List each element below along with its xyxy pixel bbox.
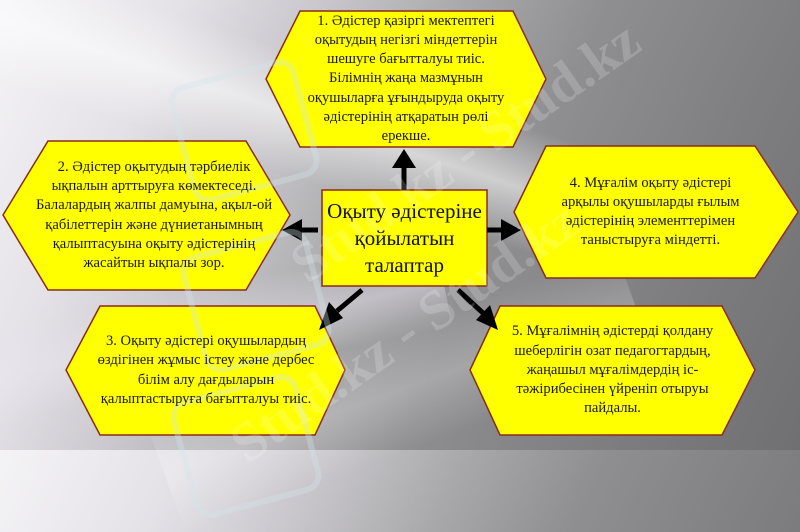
arrow-up-icon <box>392 149 416 190</box>
center-title: Оқыту әдістеріне қойылатын талаптар <box>327 198 482 277</box>
arrow-left-icon <box>282 219 318 241</box>
requirement-4-text: 4. Мұғалім оқыту әдістері арқылы оқушыла… <box>561 174 740 249</box>
requirement-3-hexagon <box>65 305 346 436</box>
center-rectangle <box>321 189 488 287</box>
requirement-2-hexagon <box>2 140 291 291</box>
requirement-5-text: 5. Мұғалімнің әдістерді қолдану шеберліг… <box>511 323 714 417</box>
requirement-3-text: 3. Оқыту әдістері оқушылардың өздігінен … <box>97 333 315 407</box>
arrow-down-right-icon <box>456 288 498 330</box>
requirement-5-hexagon <box>469 305 756 436</box>
requirement-4-hexagon <box>513 145 799 279</box>
arrow-right-icon <box>487 219 521 241</box>
requirement-1-text: 1. Әдістер қазіргі мектептегі оқытудың н… <box>307 12 505 145</box>
requirement-1-hexagon <box>265 10 547 148</box>
diagram-shapes <box>2 10 799 436</box>
arrow-down-left-icon <box>319 288 364 330</box>
requirement-2-text: 2. Әдістер оқытудың тәрбиелік ықпалын ар… <box>35 158 273 271</box>
